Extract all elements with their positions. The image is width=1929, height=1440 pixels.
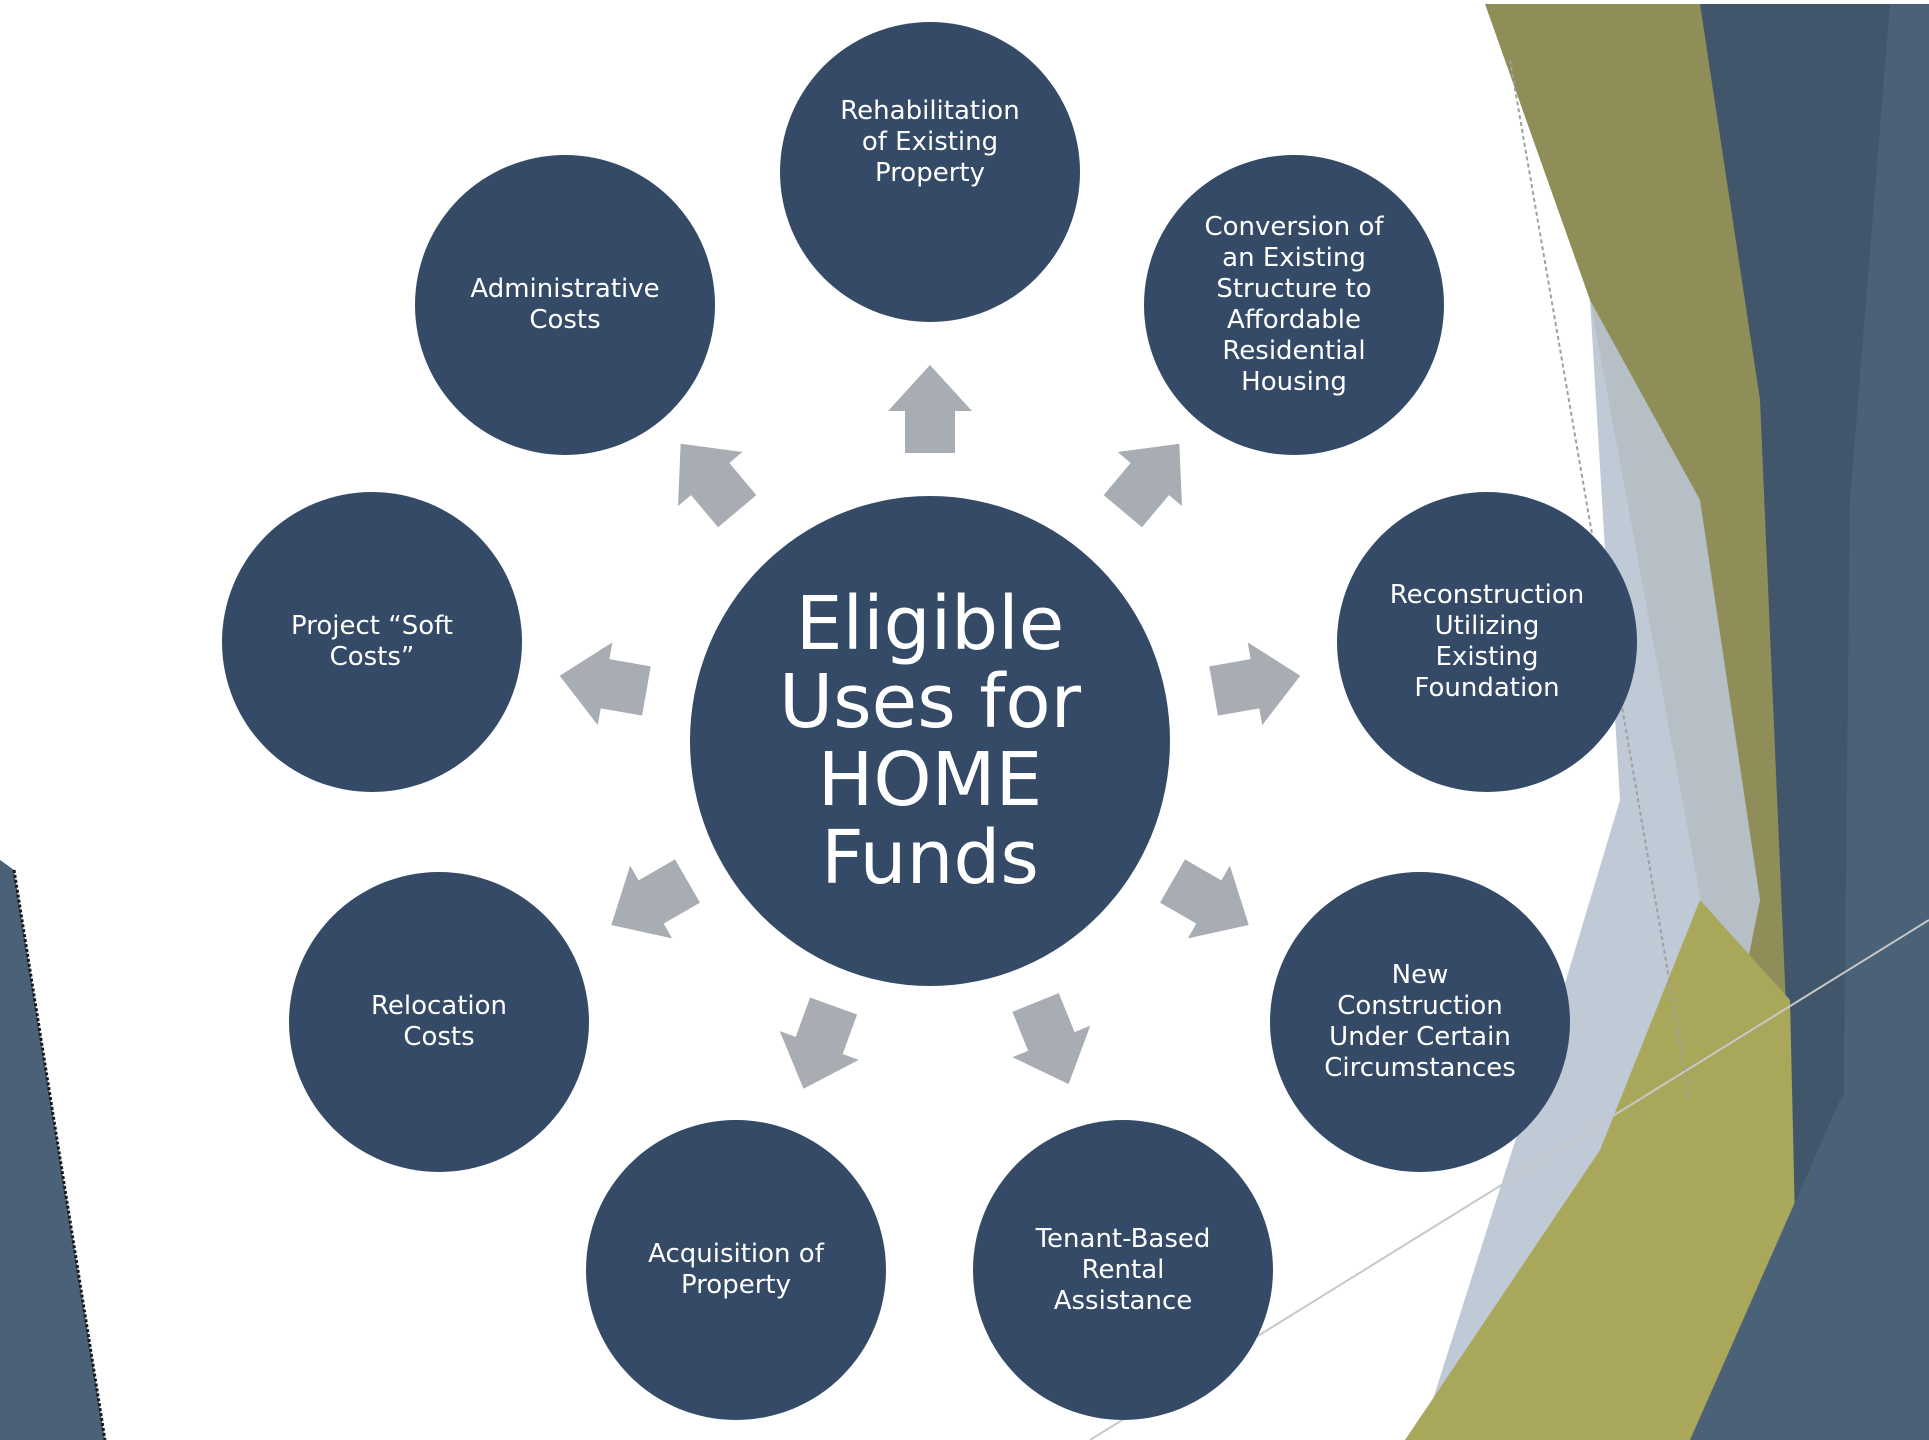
node-acquisition: Acquisition of Property: [586, 1120, 886, 1420]
arrow-to-tbra: [1012, 993, 1091, 1085]
node-soft-costs: Project “Soft Costs”: [222, 492, 522, 792]
arrow-to-soft-costs: [559, 642, 651, 726]
node-soft-costs-label: Project “Soft Costs”: [291, 611, 453, 672]
left-sliver-edge: [12, 869, 107, 1440]
node-relocation: Relocation Costs: [289, 872, 589, 1172]
node-tenant-based-rental-assistance: Tenant-Based Rental Assistance: [973, 1120, 1273, 1420]
arrow-to-rehabilitation: [888, 365, 972, 453]
node-new-construction: New Construction Under Certain Circumsta…: [1270, 872, 1570, 1172]
node-administrative-label: Administrative Costs: [470, 274, 660, 335]
arrow-to-conversion: [1103, 443, 1182, 528]
center-circle: Eligible Uses for HOME Funds: [690, 496, 1170, 986]
node-reconstruction: Reconstruction Utilizing Existing Founda…: [1337, 492, 1637, 792]
arrow-to-acquisition: [779, 997, 859, 1089]
node-new-construction-label: New Construction Under Certain Circumsta…: [1324, 960, 1516, 1083]
node-acquisition-label: Acquisition of Property: [648, 1239, 824, 1300]
node-rehabilitation: Rehabilitation of Existing Property: [780, 22, 1080, 322]
arrow-to-relocation: [611, 859, 700, 939]
node-tbra-label: Tenant-Based Rental Assistance: [1035, 1223, 1211, 1316]
right-olive-light-band: [1405, 900, 1800, 1440]
node-conversion: Conversion of an Existing Structure to A…: [1144, 155, 1444, 455]
node-relocation-label: Relocation Costs: [370, 991, 508, 1052]
center-title: Eligible Uses for HOME Funds: [778, 581, 1082, 901]
node-administrative: Administrative Costs: [415, 155, 715, 455]
node-reconstruction-label: Reconstruction Utilizing Existing Founda…: [1389, 580, 1585, 703]
node-rehabilitation-label: Rehabilitation of Existing Property: [840, 95, 1020, 188]
node-conversion-label: Conversion of an Existing Structure to A…: [1204, 212, 1384, 397]
arrow-to-new-construction: [1160, 859, 1249, 939]
right-slate-bottom: [1690, 1020, 1929, 1440]
arrow-to-reconstruction: [1209, 642, 1301, 726]
arrow-to-administrative: [678, 443, 757, 528]
left-slate-sliver: [0, 860, 105, 1440]
